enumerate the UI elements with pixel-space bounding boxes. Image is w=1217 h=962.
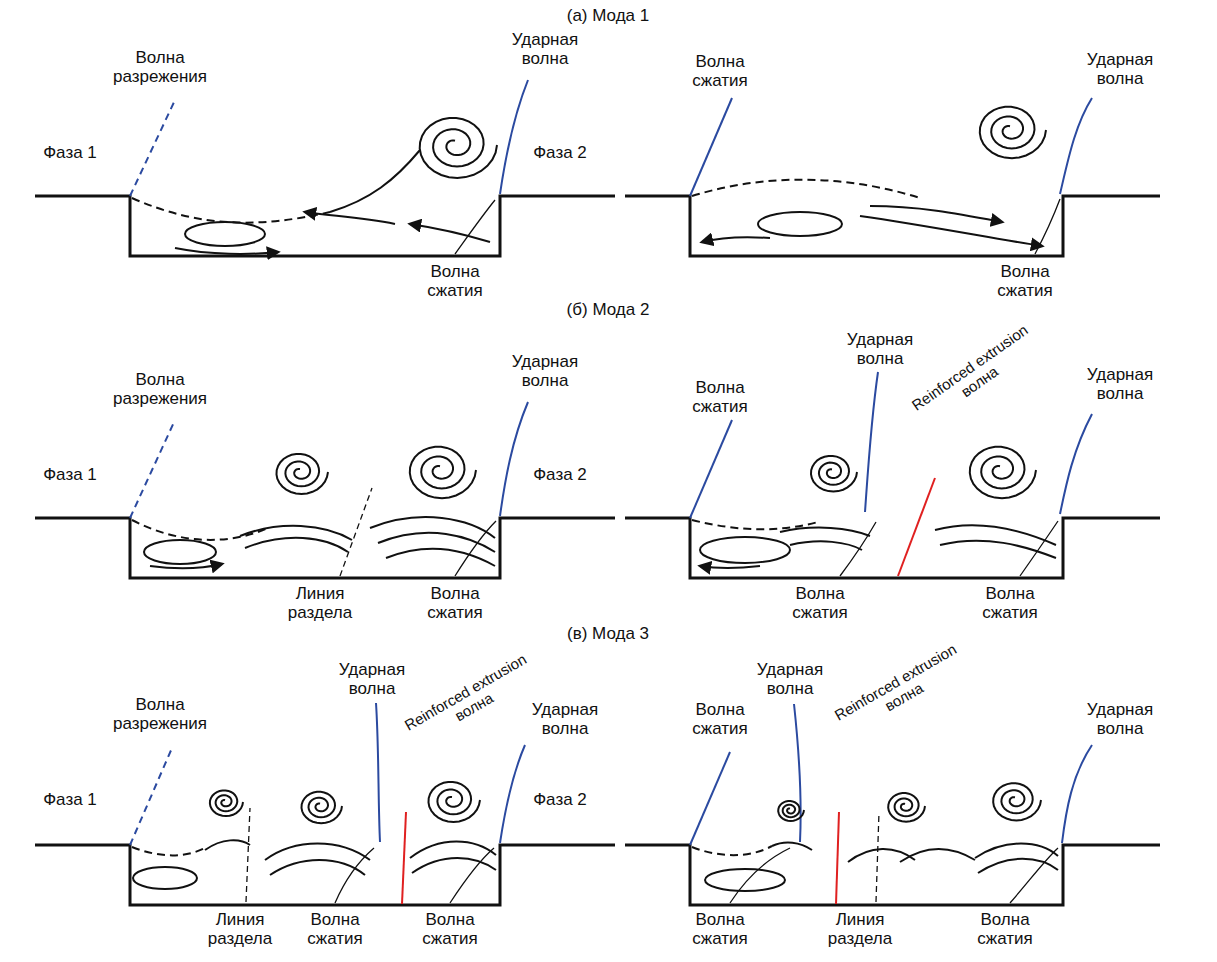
rotated-wave-label: Reinforced extrusion волна: [814, 630, 987, 749]
shear-layers: [132, 150, 920, 902]
wave-label: Волна сжатия: [285, 910, 385, 948]
wave-label: Ударная волна: [740, 660, 840, 698]
panel-title: (а) Мода 1: [567, 6, 650, 25]
wave-lines: [130, 80, 1092, 845]
vortex-spirals: [210, 107, 1046, 823]
rotated-wave-label: Reinforced extrusion волна: [892, 310, 1059, 441]
wave-label: Волна разрежения: [110, 48, 210, 86]
wave-label: Ударная волна: [495, 352, 595, 390]
panel-title: (б) Мода 2: [567, 300, 650, 319]
rotated-wave-label: Reinforced extrusion волна: [384, 640, 557, 759]
vortex-spiral: [970, 447, 1036, 498]
wave-label: Ударная волна: [515, 700, 615, 738]
wave-label: Волна сжатия: [405, 262, 505, 300]
vortex-spiral: [420, 118, 497, 178]
vortex-spiral: [888, 793, 925, 822]
wave-label: Ударная волна: [322, 660, 422, 698]
vortex-spiral: [811, 456, 857, 492]
wave-label: Волна разрежения: [110, 695, 210, 733]
wave-label: Линия раздела: [810, 910, 910, 948]
wave-label: Ударная волна: [1070, 365, 1170, 403]
vortex-spiral: [980, 107, 1046, 158]
wave-label: Волна сжатия: [960, 584, 1060, 622]
wave-label: Волна сжатия: [955, 910, 1055, 948]
wave-label: Ударная волна: [495, 30, 595, 68]
wave-label: Волна разрежения: [110, 370, 210, 408]
recirculation-bubble: [133, 212, 842, 891]
vortex-spiral: [277, 454, 329, 494]
wave-label: Волна сжатия: [670, 700, 770, 738]
cavity-walls: [35, 196, 1160, 905]
wave-label: Волна сжатия: [770, 584, 870, 622]
vortex-spiral: [993, 783, 1041, 820]
wave-label: Фаза 2: [533, 790, 587, 809]
wave-label: Волна сжатия: [670, 52, 770, 90]
wave-label: Волна сжатия: [400, 910, 500, 948]
streamlines: [150, 199, 1060, 903]
wave-label: Ударная волна: [1070, 700, 1170, 738]
wave-label: Волна сжатия: [405, 584, 505, 622]
vortex-spiral: [429, 782, 481, 822]
wave-label: Линия раздела: [190, 910, 290, 948]
wave-label: Фаза 2: [533, 143, 587, 162]
vortex-spiral: [410, 447, 476, 498]
wave-label: Фаза 1: [43, 143, 97, 162]
vortex-spiral: [302, 792, 343, 823]
wave-label: Волна сжатия: [670, 378, 770, 416]
wave-label: Фаза 2: [533, 465, 587, 484]
wave-label: Волна сжатия: [975, 262, 1075, 300]
wave-label: Фаза 1: [43, 465, 97, 484]
wave-label: Ударная волна: [1070, 50, 1170, 88]
wave-label: Фаза 1: [43, 790, 97, 809]
vortex-spiral: [778, 801, 804, 821]
wave-label: Ударная волна: [830, 330, 930, 368]
vortex-spiral: [210, 790, 243, 816]
panel-title: (в) Мода 3: [567, 624, 649, 643]
wave-label: Линия раздела: [270, 584, 370, 622]
wave-label: Волна сжатия: [670, 910, 770, 948]
